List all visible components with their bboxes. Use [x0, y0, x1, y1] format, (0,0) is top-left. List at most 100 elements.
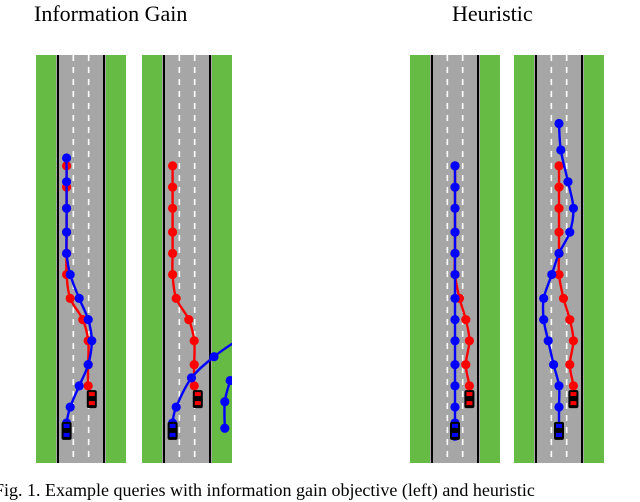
heading-heuristic: Heuristic: [452, 1, 533, 26]
trajectory-blue-point: [62, 203, 72, 213]
trajectory-blue-point: [547, 269, 557, 280]
road-panel-4: [514, 55, 604, 463]
figure-caption: Fig. 1. Example queries with information…: [0, 480, 535, 500]
road-panel-3: [410, 55, 500, 463]
trajectory-red-point: [189, 336, 199, 346]
trajectory-figure: [36, 55, 604, 463]
trajectory-blue-point: [62, 153, 72, 163]
trajectory-blue-point: [83, 315, 93, 325]
trajectories: [61, 153, 97, 440]
trajectory-blue-point: [450, 293, 460, 303]
trajectory-red-point: [554, 269, 564, 280]
trajectory-blue-point: [554, 381, 564, 391]
trajectory-red-point: [168, 227, 178, 237]
grass-right: [584, 55, 604, 463]
trajectory-red-point: [461, 360, 471, 370]
grass-right: [212, 55, 232, 463]
trajectory-red-point: [568, 336, 579, 346]
trajectory-blue-point: [62, 248, 72, 258]
trajectory-blue-point: [450, 161, 460, 171]
trajectory-blue-point: [450, 182, 460, 192]
grass-right: [480, 55, 500, 463]
trajectory-blue-point: [543, 336, 553, 346]
trajectories: [450, 161, 475, 441]
trajectories: [539, 118, 579, 440]
trajectory-blue-point: [74, 381, 84, 391]
trajectory-blue-point: [539, 293, 549, 303]
trajectory-blue-point: [231, 339, 232, 342]
trajectory-red-point: [184, 315, 194, 325]
trajectory-red-point: [565, 360, 575, 370]
trajectory-blue-point: [568, 203, 579, 213]
car-red: [86, 390, 97, 409]
car-blue: [450, 421, 460, 440]
trajectory-blue-point: [450, 269, 460, 280]
trajectory-blue-point: [83, 360, 93, 370]
trajectory-blue-point: [87, 336, 97, 346]
trajectories: [167, 161, 232, 440]
trajectory-blue-point: [554, 118, 564, 129]
trajectory-red-point: [464, 336, 474, 346]
trajectory-blue-point: [220, 423, 230, 433]
trajectory-red-point: [65, 293, 75, 303]
trajectory-blue-point: [65, 269, 75, 280]
trajectory-red-point: [168, 161, 178, 171]
grass-right: [106, 55, 126, 463]
trajectory-red-point: [461, 315, 471, 325]
trajectory-blue-point: [74, 293, 84, 303]
trajectory-blue-point: [171, 402, 181, 412]
trajectory-blue-point: [220, 397, 230, 407]
grass-left: [514, 55, 534, 463]
car-red: [464, 390, 475, 409]
trajectory-blue-point: [549, 360, 559, 370]
car-blue: [61, 421, 72, 440]
trajectory-blue-point: [450, 203, 460, 213]
trajectory-blue-point: [186, 373, 197, 383]
road-panel-2: [142, 55, 232, 463]
trajectory-red-point: [189, 381, 199, 391]
grass-left: [142, 55, 162, 463]
trajectory-red-point: [558, 293, 569, 303]
car-blue: [554, 421, 564, 440]
car-blue: [167, 421, 178, 440]
grass-left: [410, 55, 430, 463]
trajectory-red-point: [189, 360, 199, 370]
car-red: [192, 390, 203, 409]
road-surface: [56, 55, 106, 463]
trajectory-blue-point: [450, 315, 460, 325]
trajectory-blue-point: [563, 177, 573, 187]
trajectory-blue-point: [450, 381, 460, 391]
trajectory-blue-point: [62, 227, 72, 237]
trajectory-red-point: [168, 248, 178, 258]
trajectory-blue-point: [556, 145, 566, 155]
road-panel-1: [36, 55, 126, 463]
trajectory-blue-point: [450, 227, 460, 237]
trajectory-blue-point: [450, 360, 460, 370]
grass-left: [36, 55, 56, 463]
trajectory-blue-point: [554, 248, 564, 258]
trajectory-blue-point: [62, 177, 72, 187]
trajectory-red-point: [83, 381, 93, 391]
trajectory-red-point: [554, 227, 564, 237]
trajectory-red-point: [565, 315, 575, 325]
trajectory-blue-point: [539, 315, 549, 325]
panels-layer: [36, 55, 604, 463]
trajectory-red-point: [171, 293, 181, 303]
trajectory-blue-point: [450, 402, 460, 412]
trajectory-red-point: [168, 203, 178, 213]
trajectory-red-point: [464, 381, 474, 391]
trajectory-blue-point: [225, 375, 232, 386]
trajectory-red-point: [168, 269, 178, 280]
car-red: [568, 390, 579, 409]
trajectory-blue-point: [554, 402, 564, 412]
trajectory-blue-point: [450, 248, 460, 258]
road-surface: [162, 55, 212, 463]
trajectory-red-point: [168, 182, 178, 192]
trajectory-blue-point: [450, 336, 460, 346]
trajectory-blue-point: [565, 227, 575, 237]
trajectory-red-point: [554, 182, 564, 192]
trajectory-blue-point: [65, 402, 75, 412]
trajectory-red-point: [554, 161, 564, 171]
trajectory-blue-point: [209, 352, 219, 362]
trajectory-red-point: [554, 203, 564, 213]
